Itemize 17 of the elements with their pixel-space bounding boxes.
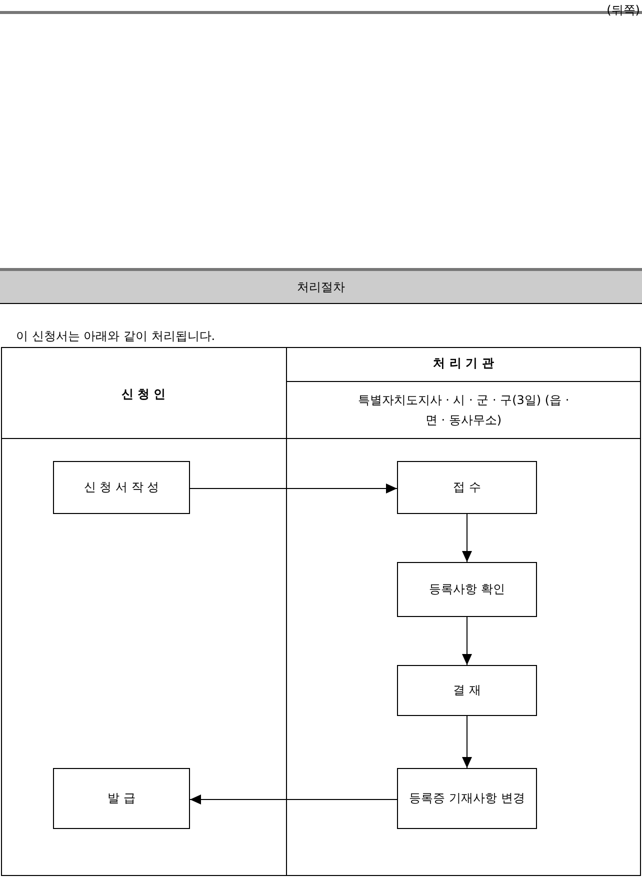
- arrow: [462, 716, 472, 768]
- column-header: 신 청 인: [120, 386, 167, 403]
- process-box: 접 수: [397, 461, 537, 514]
- process-box: 등록증 기재사항 변경: [397, 768, 537, 829]
- arrow: [462, 514, 472, 562]
- arrow: [190, 794, 398, 804]
- column-header: 특별자치도지사 · 시 · 군 · 구(3일) (읍 · 면 · 동사무소): [356, 392, 570, 429]
- process-box: 등록사항 확인: [397, 562, 537, 617]
- page-side-note: (뒤쪽): [606, 2, 640, 19]
- column-header: 처 리 기 관: [432, 355, 495, 372]
- instruction-text: 이 신청서는 아래와 같이 처리됩니다.: [16, 328, 216, 345]
- process-box: 결 재: [397, 665, 537, 716]
- section-heading: 처리절차: [0, 271, 642, 304]
- arrow: [462, 616, 472, 666]
- process-box: 발 급: [53, 768, 190, 829]
- process-box: 신 청 서 작 성: [53, 461, 190, 514]
- arrow: [190, 484, 398, 494]
